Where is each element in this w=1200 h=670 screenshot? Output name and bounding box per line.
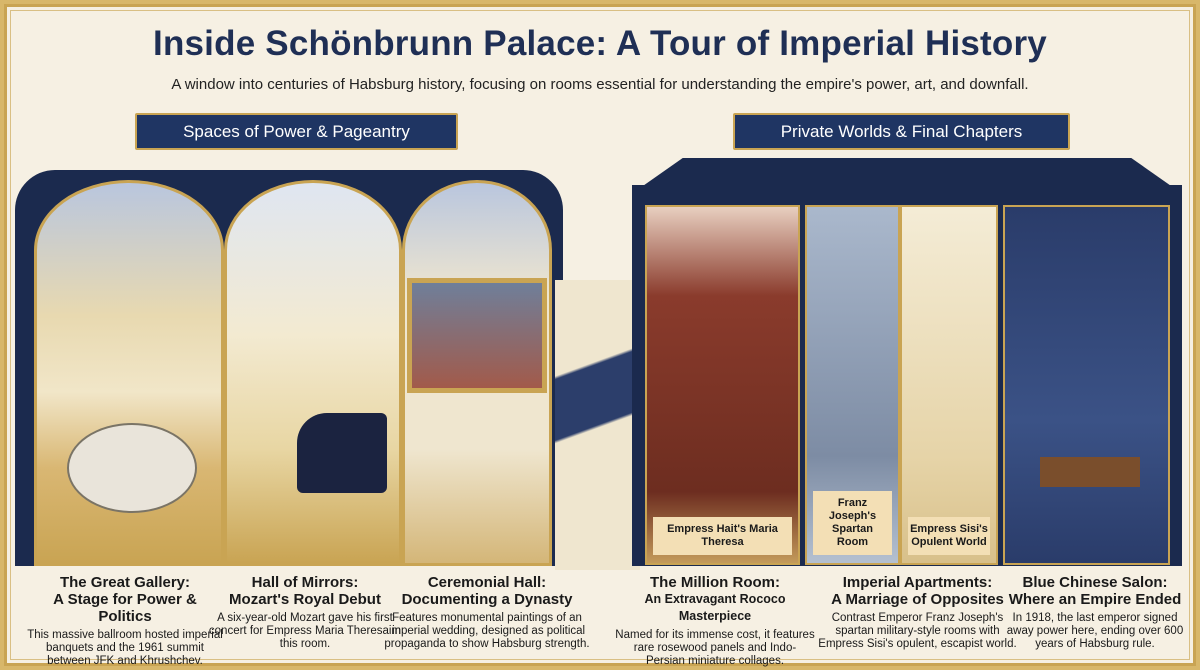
room-title: The Great Gallery:	[59, 574, 191, 591]
room-title: The Million Room:	[650, 574, 780, 591]
room-caption-blue-chinese-salon: Blue Chinese Salon: Where an Empire Ende…	[1000, 574, 1190, 651]
room-subtitle: Where an Empire Ended	[1008, 591, 1182, 608]
wedding-painting	[407, 278, 547, 393]
room-subtitle: Documenting a Dynasty	[401, 591, 573, 608]
great-gallery-illustration	[34, 180, 224, 566]
ceremonial-hall-illustration	[402, 180, 552, 566]
room-description: Named for its immense cost, it features …	[615, 629, 815, 667]
page-title: Inside Schönbrunn Palace: A Tour of Impe…	[153, 24, 1047, 63]
room-caption-imperial-apartments: Imperial Apartments: A Marriage of Oppos…	[815, 574, 1020, 651]
page-subtitle: A window into centuries of Habsburg hist…	[171, 76, 1029, 93]
illustration-label: Empress Sisi's Opulent World	[908, 517, 990, 555]
room-subtitle: A Marriage of Opposites	[831, 591, 1004, 608]
palace-roof	[640, 158, 1174, 188]
illustration-label: Franz Joseph's Spartan Room	[813, 491, 892, 555]
room-subtitle: An Extravagant Rococo Masterpiece	[644, 592, 786, 623]
room-caption-million-room: The Million Room: An Extravagant Rococo …	[615, 574, 815, 668]
room-description: In 1918, the last emperor signed away po…	[1006, 612, 1184, 650]
room-title: Ceremonial Hall:	[427, 574, 547, 591]
room-description: Contrast Emperor Franz Joseph's spartan …	[818, 612, 1017, 650]
room-caption-hall-of-mirrors: Hall of Mirrors: Mozart's Royal Debut A …	[205, 574, 405, 651]
room-description: A six-year-old Mozart gave his first con…	[208, 612, 402, 650]
piano	[297, 413, 387, 493]
room-title: Hall of Mirrors:	[251, 574, 359, 591]
hall-of-mirrors-illustration	[224, 180, 402, 566]
staircase-illustration	[555, 280, 640, 570]
room-subtitle: Mozart's Royal Debut	[229, 591, 381, 608]
summit-table	[67, 423, 197, 513]
franz-joseph-room-illustration: Franz Joseph's Spartan Room	[805, 205, 900, 565]
room-caption-ceremonial-hall: Ceremonial Hall: Documenting a Dynasty F…	[382, 574, 592, 651]
room-caption-great-gallery: The Great Gallery: A Stage for Power & P…	[25, 574, 225, 668]
room-title: Blue Chinese Salon:	[1022, 574, 1168, 591]
room-description: This massive ballroom hosted imperial ba…	[27, 629, 223, 667]
sisi-room-illustration: Empress Sisi's Opulent World	[900, 205, 998, 565]
illustration-label: Empress Hait's Maria Theresa	[653, 517, 792, 555]
section-banner-power: Spaces of Power & Pageantry	[135, 113, 458, 150]
desk	[1040, 457, 1140, 487]
room-description: Features monumental paintings of an impe…	[384, 612, 590, 650]
room-title: Imperial Apartments:	[842, 574, 993, 591]
million-room-illustration: Empress Hait's Maria Theresa	[645, 205, 800, 565]
blue-chinese-salon-illustration	[1003, 205, 1170, 565]
section-banner-private: Private Worlds & Final Chapters	[733, 113, 1070, 150]
room-subtitle: A Stage for Power & Politics	[53, 591, 197, 625]
